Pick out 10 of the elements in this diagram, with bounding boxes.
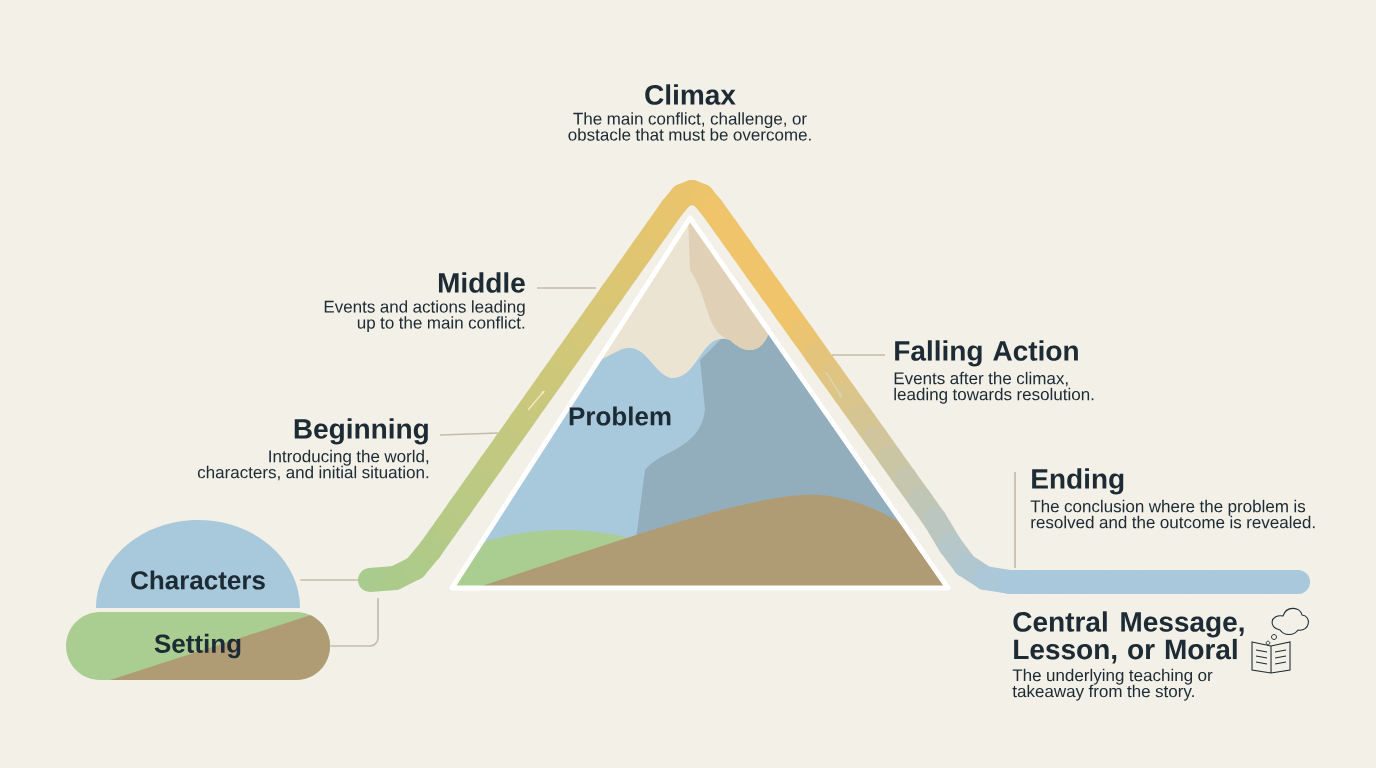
leader-line [1014,471,1016,569]
leader-line [299,579,359,581]
leader-line [329,597,379,647]
stage-label: Climax The main conflict, challenge, or obstacle that must be overcome. [568,84,811,141]
leader-line [439,432,499,436]
stage-label: Ending The conclusion where the problem is resolved and the outcome is revealed. [1030,468,1315,529]
stage-label: Beginning Introducing the world, characters, and initial situation. [197,418,429,481]
leader-line [536,287,597,289]
leader-line [831,354,886,356]
stage-label: Central Message, Lesson, or Moral The underlying teaching or takeaway from the story. [1012,611,1244,701]
